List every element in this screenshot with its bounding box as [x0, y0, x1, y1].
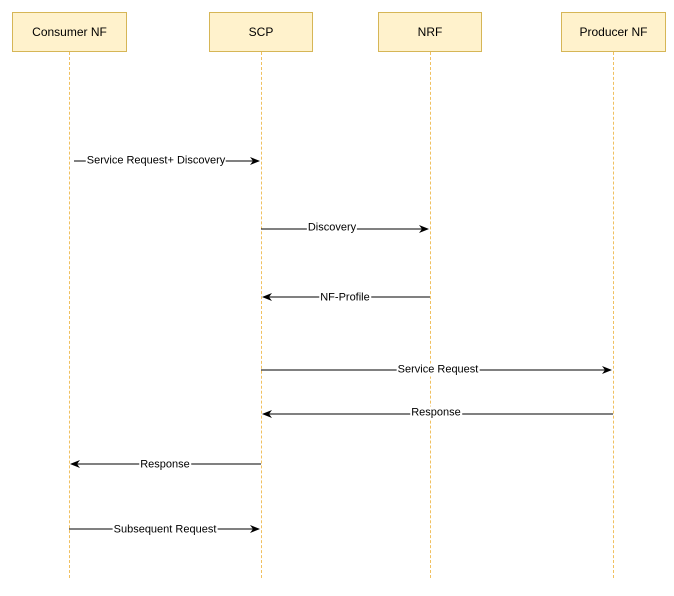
- message-label-nf-profile: NF-Profile: [319, 291, 371, 305]
- participant-nrf: NRF: [378, 12, 482, 52]
- lifeline-producer-nf: [613, 52, 614, 578]
- participant-consumer-nf: Consumer NF: [12, 12, 127, 52]
- lifeline-consumer-nf: [69, 52, 70, 578]
- participant-label: Consumer NF: [32, 25, 107, 39]
- participant-label: SCP: [248, 25, 274, 39]
- participant-label: NRF: [417, 25, 443, 39]
- message-label-subsequent-request: Subsequent Request: [112, 523, 218, 537]
- message-label-discovery: Discovery: [306, 221, 358, 235]
- lifeline-scp: [261, 52, 262, 578]
- participant-producer-nf: Producer NF: [561, 12, 666, 52]
- participant-scp: SCP: [209, 12, 313, 52]
- lifeline-nrf: [430, 52, 431, 578]
- participant-label: Producer NF: [579, 25, 648, 39]
- message-label-response-to-consumer: Response: [139, 458, 191, 472]
- message-label-service-request: Service Request: [396, 363, 480, 377]
- message-label-service-request-discovery: Service Request+ Discovery: [85, 154, 227, 168]
- message-label-response-from-producer: Response: [410, 406, 462, 420]
